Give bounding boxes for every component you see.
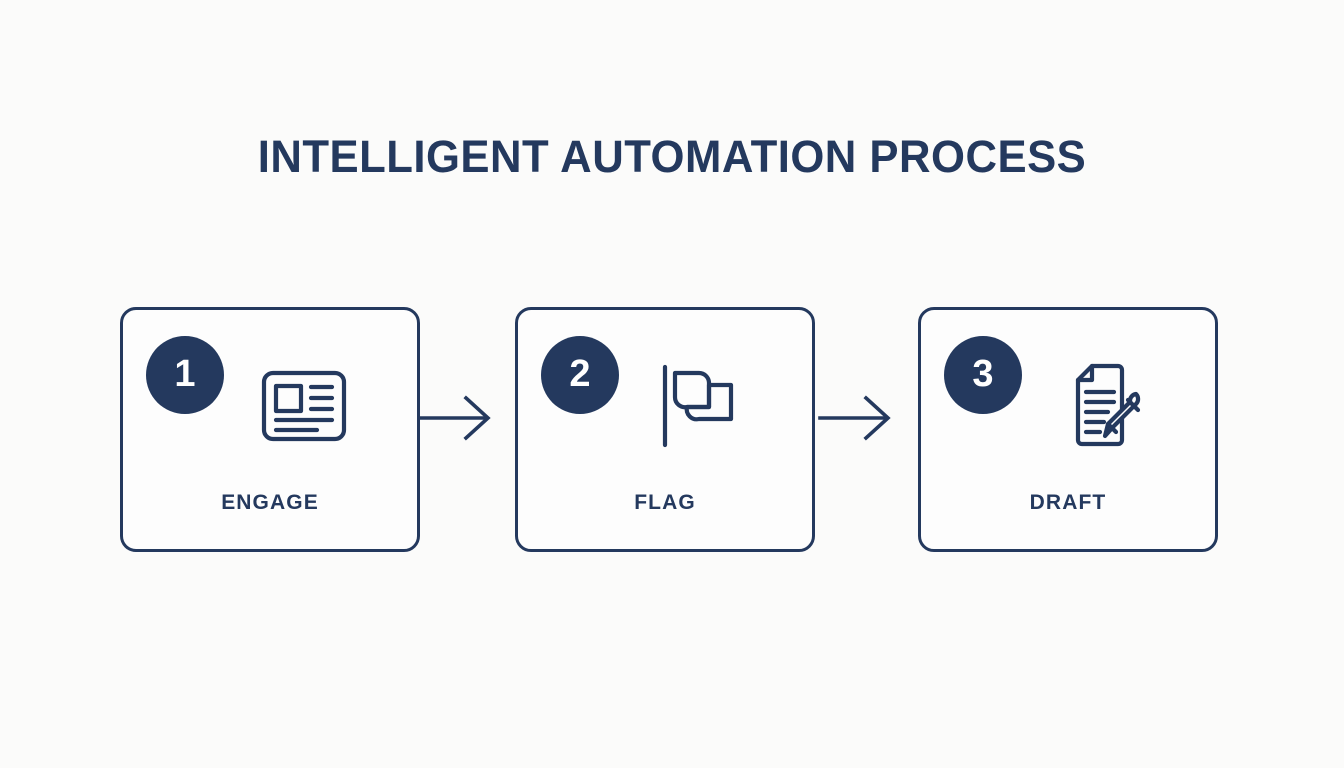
flag-icon (651, 358, 747, 454)
document-pencil-icon (1054, 358, 1150, 454)
step-card-1[interactable]: 1 ENGAGE (120, 307, 420, 552)
step-number-badge-1: 1 (146, 336, 224, 414)
step-number-3: 3 (972, 353, 994, 395)
arrow-right-icon-2 (818, 395, 898, 441)
step-label-2: FLAG (634, 491, 696, 514)
page-title: INTELLIGENT AUTOMATION PROCESS (257, 131, 1087, 182)
step-card-2[interactable]: 2 FLAG (515, 307, 815, 552)
step-number-2: 2 (569, 353, 591, 395)
step-number-badge-3: 3 (944, 336, 1022, 414)
step-label-3: DRAFT (1029, 491, 1107, 514)
step-card-3[interactable]: 3 DRAFT (918, 307, 1218, 552)
article-card-icon (256, 358, 352, 454)
step-number-1: 1 (174, 353, 196, 395)
step-number-badge-2: 2 (541, 336, 619, 414)
step-label-1: ENGAGE (221, 491, 319, 514)
arrow-right-icon-1 (418, 395, 498, 441)
